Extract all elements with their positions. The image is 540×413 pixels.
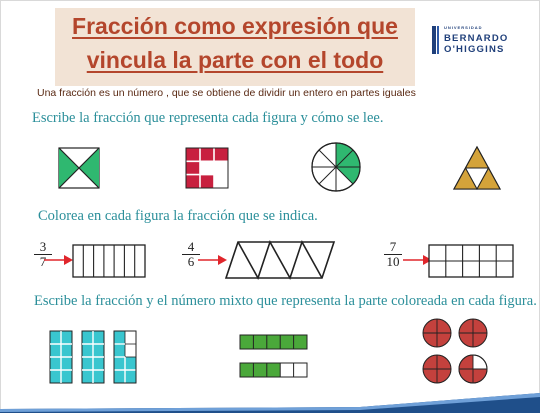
logo-line-2: O'HIGGINS [444, 44, 505, 55]
logo-line-1: BERNARDO [444, 33, 509, 44]
orange-triangle [454, 168, 477, 189]
teal-grid-partial [113, 330, 137, 384]
instruction-write-fraction: Escribe la fracción que representa cada … [32, 110, 384, 126]
white-cell [214, 174, 228, 188]
teal-grids-figure [49, 330, 137, 384]
rectangle-tenths-figure [428, 244, 514, 278]
orange-triangle [477, 168, 500, 189]
green-triangle [59, 148, 79, 188]
green-bar-full [239, 334, 308, 350]
fraction-denominator: 10 [386, 254, 400, 269]
fraction-numerator: 3 [34, 240, 52, 255]
teal-grid-full [81, 330, 105, 384]
red-circle-partial [458, 354, 488, 384]
fraction-numerator: 4 [182, 240, 200, 255]
square-quarters-figure [58, 147, 100, 189]
green-slice [336, 167, 361, 184]
title-line-1: Fracción como expresión que [72, 13, 398, 39]
white-cell [214, 161, 228, 175]
instruction-mixed-number: Escribe la fracción y el número mixto qu… [34, 293, 537, 309]
bottom-decoration [0, 393, 540, 413]
red-circles-figure [422, 318, 488, 384]
red-circle-full [422, 354, 452, 384]
logo-small-text: UNIVERSIDAD [444, 25, 483, 30]
fraction-3-7: 3 7 [34, 240, 52, 269]
red-circle-full [458, 318, 488, 348]
definition-text: Una fracción es un número , que se obtie… [37, 87, 416, 99]
title-background [55, 8, 415, 86]
red-arrow-icon [44, 255, 73, 265]
teal-grid-full [49, 330, 73, 384]
fraction-denominator: 6 [187, 254, 195, 269]
instruction-color-figure: Colorea en cada figura la fracción que s… [38, 208, 318, 224]
grid-3x3-figure [185, 147, 229, 189]
green-bar-partial [239, 362, 308, 378]
red-circle-full [422, 318, 452, 348]
logo-bar [437, 26, 439, 54]
red-arrow-icon [198, 255, 227, 265]
white-cell [200, 161, 214, 175]
green-slice [336, 142, 353, 167]
green-triangle [79, 148, 99, 188]
university-logo: UNIVERSIDAD BERNARDO O'HIGGINS [432, 22, 522, 58]
logo-bar [432, 26, 436, 54]
triangle-quarters-figure [452, 145, 502, 191]
rectangle-sevenths-figure [72, 244, 146, 278]
fraction-7-10: 7 10 [384, 240, 402, 269]
fraction-denominator: 7 [39, 254, 47, 269]
red-arrow-icon [403, 255, 432, 265]
fraction-numerator: 7 [384, 240, 402, 255]
title-line-2: vincula la parte con el todo [86, 47, 384, 73]
trapezoid-sixths-figure [224, 240, 336, 280]
orange-triangle [465, 147, 489, 168]
green-slice [336, 150, 361, 167]
green-bars-figure [239, 334, 308, 378]
fraction-4-6: 4 6 [182, 240, 200, 269]
pie-eighths-figure [311, 142, 361, 192]
